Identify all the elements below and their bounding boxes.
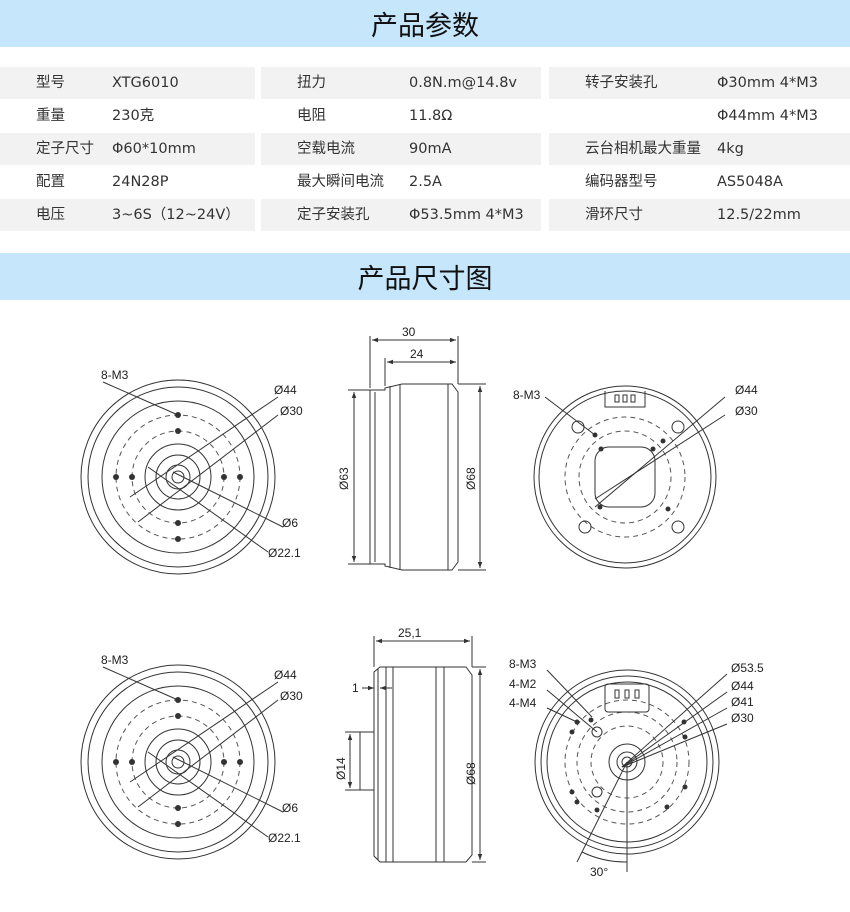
param-cell: 配置 24N28P (0, 166, 255, 198)
label-d22-1: Ø22.1 (268, 546, 301, 560)
param-value: 24N28P (112, 174, 169, 190)
param-label: 滑环尺寸 (585, 207, 643, 223)
param-row: 型号 XTG6010 扭力 0.8N.m@14.8v 转子安装孔 Φ30mm 4*M3 (0, 67, 850, 99)
param-label: 转子安装孔 (585, 75, 658, 91)
param-row: 重量 230克 电阻 11.8Ω Φ44mm 4*M3 (0, 100, 850, 132)
label-width-24: 24 (410, 347, 424, 361)
dims-banner: 产品尺寸图 (0, 253, 850, 300)
param-row: 电压 3~6S（12~24V） 定子安装孔 Φ53.5mm 4*M3 滑环尺寸 12.5/… (0, 199, 850, 231)
param-cell: 扭力 0.8N.m@14.8v (261, 67, 541, 99)
param-label: 配置 (36, 174, 65, 190)
param-label: 定子尺寸 (36, 141, 94, 157)
back-view-bottom: 8-M3 4-M2 4-M4 Ø53.5 Ø44 Ø41 Ø30 30° (509, 657, 764, 879)
dimension-drawings: 8-M3 Ø44 Ø30 Ø6 Ø22.1 30 24 Ø63 Ø68 8-M3… (80, 325, 764, 879)
label-d44: Ø44 (274, 668, 297, 682)
back-view-top: 8-M3 Ø44 Ø30 (513, 383, 758, 569)
label-8-m3: 8-M3 (513, 388, 541, 402)
dims-title: 产品尺寸图 (357, 264, 493, 295)
param-value: 2.5A (409, 174, 442, 190)
param-value: 230克 (112, 108, 155, 124)
label-d6: Ø6 (282, 516, 298, 530)
param-label: 定子安装孔 (297, 207, 370, 223)
label-d53-5: Ø53.5 (731, 661, 764, 675)
param-value: Φ60*10mm (112, 141, 196, 157)
label-d30: Ø30 (735, 404, 758, 418)
label-d44: Ø44 (274, 383, 297, 397)
label-d63: Ø63 (337, 467, 351, 490)
side-view-top: 30 24 Ø63 Ø68 (337, 325, 486, 571)
label-thickness-1: 1 (352, 681, 359, 695)
label-8-m3: 8-M3 (509, 657, 537, 671)
param-cell: Φ44mm 4*M3 (549, 100, 850, 132)
param-value: 4kg (717, 141, 744, 157)
param-label: 空载电流 (297, 141, 355, 157)
param-value: 90mA (409, 141, 452, 157)
param-label: 云台相机最大重量 (585, 141, 701, 157)
param-row: 配置 24N28P 最大瞬间电流 2.5A 编码器型号 AS5048A (0, 166, 850, 198)
param-cell: 编码器型号 AS5048A (549, 166, 850, 198)
label-d30: Ø30 (731, 711, 754, 725)
label-d14: Ø14 (334, 757, 348, 780)
param-cell: 型号 XTG6010 (0, 67, 255, 99)
param-cell: 定子尺寸 Φ60*10mm (0, 133, 255, 165)
param-value: XTG6010 (112, 75, 179, 91)
param-cell: 定子安装孔 Φ53.5mm 4*M3 (261, 199, 541, 231)
params-title: 产品参数 (371, 11, 479, 42)
side-view-bottom: 25,1 1 Ø14 Ø68 (334, 626, 486, 863)
param-value: Φ30mm 4*M3 (717, 75, 818, 91)
params-banner: 产品参数 (0, 0, 850, 47)
param-label: 重量 (36, 108, 65, 124)
label-8-m3: 8-M3 (101, 368, 129, 382)
front-view-top: 8-M3 Ø44 Ø30 Ø6 Ø22.1 (80, 368, 303, 575)
param-label: 电阻 (297, 108, 326, 124)
label-4-m2: 4-M2 (509, 677, 537, 691)
param-cell: 重量 230克 (0, 100, 255, 132)
param-value: AS5048A (717, 174, 783, 190)
param-row: 定子尺寸 Φ60*10mm 空载电流 90mA 云台相机最大重量 4kg (0, 133, 850, 165)
param-cell: 电阻 11.8Ω (261, 100, 541, 132)
param-value: 11.8Ω (409, 108, 453, 124)
param-cell: 空载电流 90mA (261, 133, 541, 165)
label-d68: Ø68 (464, 467, 478, 490)
label-d68: Ø68 (464, 762, 478, 785)
label-8-m3: 8-M3 (101, 653, 129, 667)
label-d41: Ø41 (731, 695, 754, 709)
param-cell: 滑环尺寸 12.5/22mm (549, 199, 850, 231)
param-value: 12.5/22mm (717, 207, 801, 223)
label-d44: Ø44 (735, 383, 758, 397)
param-label: 编码器型号 (585, 174, 658, 190)
param-cell: 转子安装孔 Φ30mm 4*M3 (549, 67, 850, 99)
label-width-25-1: 25,1 (398, 626, 422, 640)
param-value: Φ44mm 4*M3 (717, 108, 818, 124)
label-d30: Ø30 (280, 404, 303, 418)
param-value: Φ53.5mm 4*M3 (409, 207, 524, 223)
label-d44: Ø44 (731, 679, 754, 693)
label-4-m4: 4-M4 (509, 696, 537, 710)
param-cell: 云台相机最大重量 4kg (549, 133, 850, 165)
param-label: 最大瞬间电流 (297, 174, 384, 190)
front-view-bottom: 8-M3 Ø44 Ø30 Ø6 Ø22.1 (80, 653, 303, 860)
param-value: 0.8N.m@14.8v (409, 75, 518, 91)
param-label: 电压 (36, 207, 65, 223)
label-d22-1: Ø22.1 (268, 831, 301, 845)
label-d6: Ø6 (282, 801, 298, 815)
param-label: 扭力 (297, 75, 326, 91)
label-d30: Ø30 (280, 689, 303, 703)
label-width-30: 30 (402, 325, 416, 339)
param-cell: 最大瞬间电流 2.5A (261, 166, 541, 198)
param-cell: 电压 3~6S（12~24V） (0, 199, 255, 231)
param-value: 3~6S（12~24V） (112, 207, 240, 223)
label-angle-30: 30° (590, 865, 608, 879)
param-label: 型号 (36, 75, 65, 91)
